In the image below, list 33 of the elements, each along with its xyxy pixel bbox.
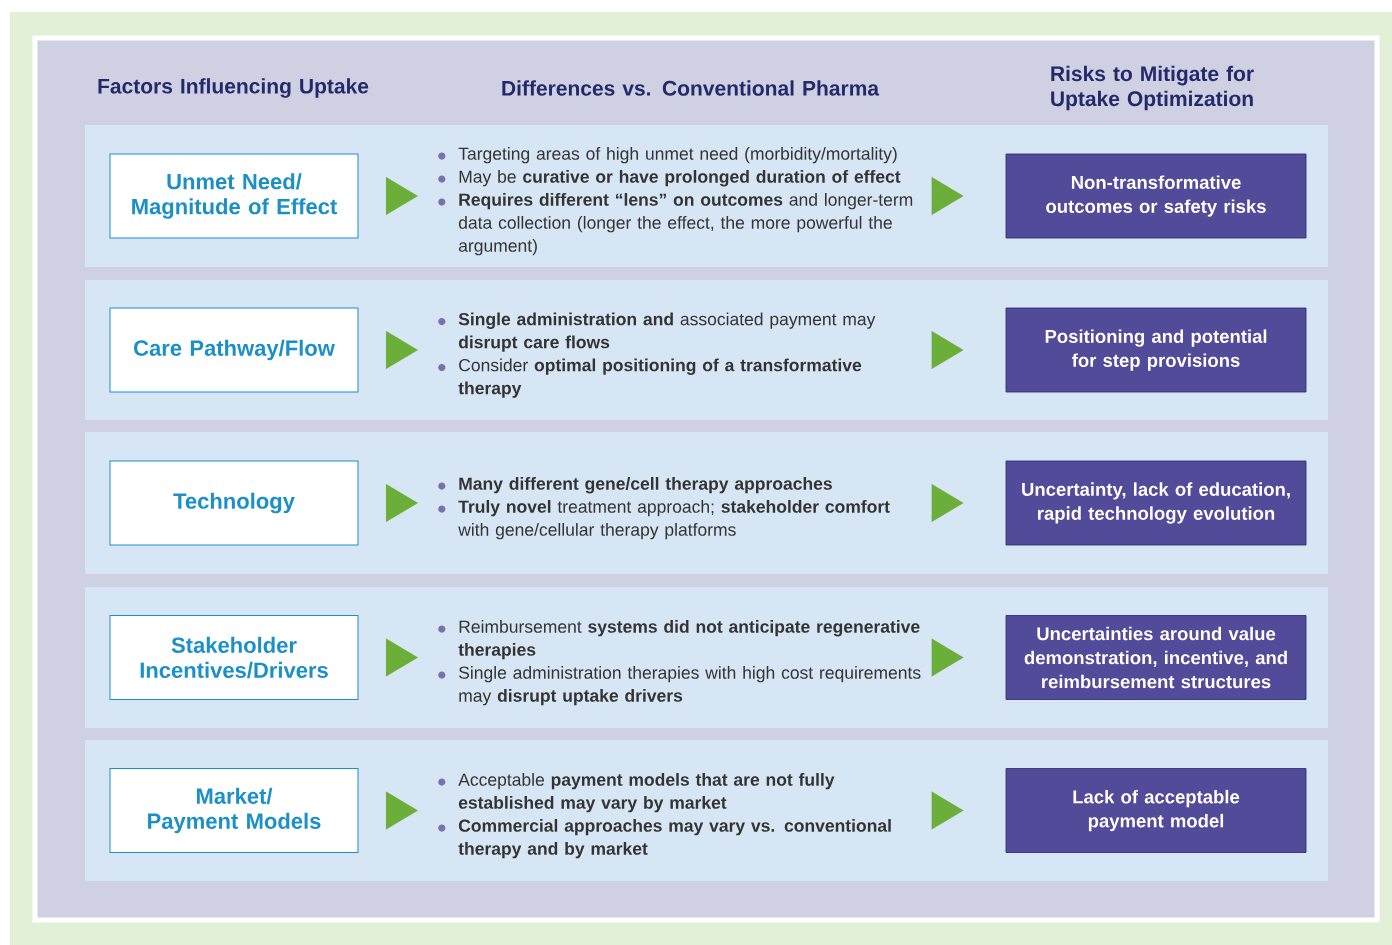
bullet-text: Many different gene/cell therapy approaches xyxy=(459,477,832,494)
bullet-text: Requires different “lens” on outcomes and longer-term data collection (longer the effect, the more powerful the argument) xyxy=(458,193,913,256)
arrow xyxy=(931,484,964,522)
arrow xyxy=(931,791,964,830)
factor-box: Technology xyxy=(109,460,359,546)
bullet-text: Single administration therapies with high cost requirements may disrupt uptake drivers xyxy=(459,666,921,706)
arrow xyxy=(931,331,964,369)
risk-box: Lack of acceptable payment model xyxy=(1005,768,1307,853)
arrow xyxy=(931,638,964,677)
arrow xyxy=(385,484,418,522)
arrow xyxy=(385,638,418,677)
bullet-text: Commercial approaches may vary vs. conventional therapy and by market xyxy=(458,819,891,859)
factor-box: Market/ Payment Models xyxy=(109,768,359,853)
factor-box: Unmet Need/ Magnitude of Effect xyxy=(109,153,359,239)
bullet-text: Acceptable payment models that are not fully established may vary by market xyxy=(458,773,835,813)
arrow xyxy=(385,331,418,369)
bullet-text: Truly novel treatment approach; stakeholder comfort with gene/cellular therapy platforms xyxy=(458,500,890,540)
arrow xyxy=(385,791,418,830)
bullet-text: Targeting areas of high unmet need (morbidity/mortality) xyxy=(458,147,897,164)
risk-box: Uncertainties around value demonstration, incentive, and reimbursement structures xyxy=(1005,615,1307,700)
arrow xyxy=(385,177,418,215)
bullet-text: Reimbursement systems did not anticipate regenerative therapies xyxy=(458,620,920,660)
risk-box: Uncertainty, lack of education, rapid technology evolution xyxy=(1005,460,1307,546)
risk-box: Positioning and potential for step provisions xyxy=(1005,307,1307,393)
column-heading: Factors Influencing Uptake xyxy=(98,78,369,98)
bullet-text: May be curative or have prolonged duration of effect xyxy=(459,170,901,187)
column-heading: Risks to Mitigate for Uptake Optimization xyxy=(1051,65,1254,111)
bullet-text: Consider optimal positioning of a transformative therapy xyxy=(458,358,862,398)
column-heading: Differences vs. Conventional Pharma xyxy=(502,80,880,96)
factor-box: Care Pathway/Flow xyxy=(109,307,359,393)
factor-box: Stakeholder Incentives/Drivers xyxy=(109,615,359,700)
risk-box: Non-transformative outcomes or safety risks xyxy=(1005,153,1307,239)
arrow xyxy=(931,177,964,215)
